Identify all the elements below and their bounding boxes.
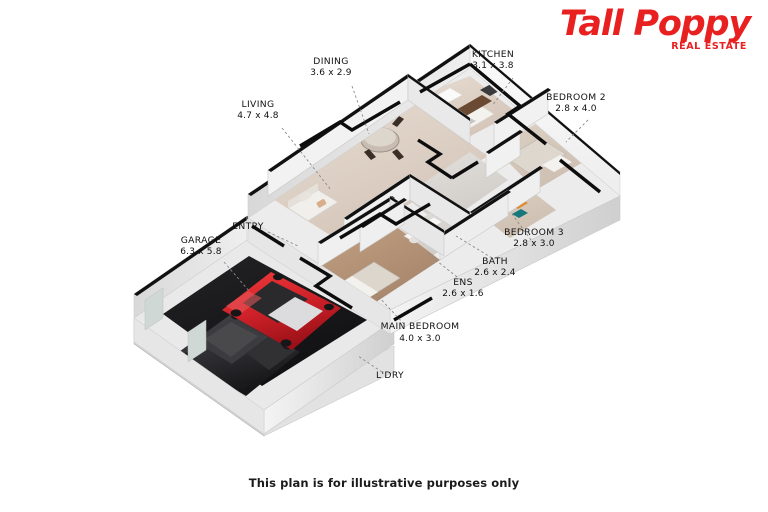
room-label-dining: DINING 3.6 x 2.9	[283, 56, 379, 79]
house-wall-southwest	[247, 217, 391, 335]
brand-logo: Tall Poppy REAL ESTATE	[559, 4, 751, 53]
room-name-bedroom-3: BEDROOM 3	[504, 227, 564, 238]
room-dim-dining: 3.6 x 2.9	[310, 68, 352, 79]
room-label-entry: ENTRY	[214, 221, 282, 232]
room-name-kitchen: KITCHEN	[471, 49, 515, 60]
room-dim-kitchen: 3.1 x 3.8	[472, 61, 514, 72]
sports-car	[222, 272, 341, 350]
room-label-bedroom-2: BEDROOM 2 2.8 x 4.0	[525, 92, 627, 115]
room-label-kitchen: KITCHEN 3.1 x 3.8	[445, 49, 541, 72]
room-name-dining: DINING	[313, 56, 349, 67]
brand-name: Tall Poppy	[559, 4, 751, 44]
room-name-garage: GARAGE	[180, 235, 222, 246]
room-dim-garage: 6.3 x 5.8	[180, 247, 222, 258]
garage-door-panel	[187, 319, 207, 363]
room-label-ldry: L'DRY	[356, 370, 424, 381]
disclaimer-text: This plan is for illustrative purposes o…	[248, 476, 520, 490]
room-label-bedroom-3: BEDROOM 3 2.8 x 3.0	[483, 227, 585, 250]
room-label-ens: ENS 2.6 x 1.6	[419, 277, 507, 300]
brand-tagline: REAL ESTATE	[671, 41, 747, 53]
room-label-main-bedroom: MAIN BEDROOM 4.0 x 3.0	[380, 321, 460, 344]
garage-door-panel	[144, 287, 164, 331]
room-name-bedroom-2: BEDROOM 2	[546, 92, 606, 103]
room-dim-ens: 2.6 x 1.6	[442, 289, 484, 300]
room-dim-living: 4.7 x 4.8	[237, 111, 279, 122]
room-name-ldry: L'DRY	[376, 370, 404, 381]
room-dim-bath: 2.6 x 2.4	[474, 268, 516, 279]
room-label-bath: BATH 2.6 x 2.4	[450, 256, 540, 279]
room-name-ens: ENS	[453, 277, 473, 288]
bed-bedroom-2	[505, 137, 572, 176]
room-dim-bedroom-2: 2.8 x 4.0	[555, 104, 597, 115]
room-label-living: LIVING 4.7 x 4.8	[210, 99, 306, 122]
room-name-living: LIVING	[241, 99, 275, 110]
room-name-bath: BATH	[482, 256, 508, 267]
room-dim-main-bedroom: 4.0 x 3.0	[399, 333, 441, 344]
room-name-entry: ENTRY	[232, 221, 264, 232]
room-label-garage: GARAGE 6.3 x 5.8	[153, 235, 249, 258]
room-dim-bedroom-3: 2.8 x 3.0	[513, 239, 555, 250]
room-name-main-bedroom: MAIN BEDROOM	[380, 321, 460, 332]
